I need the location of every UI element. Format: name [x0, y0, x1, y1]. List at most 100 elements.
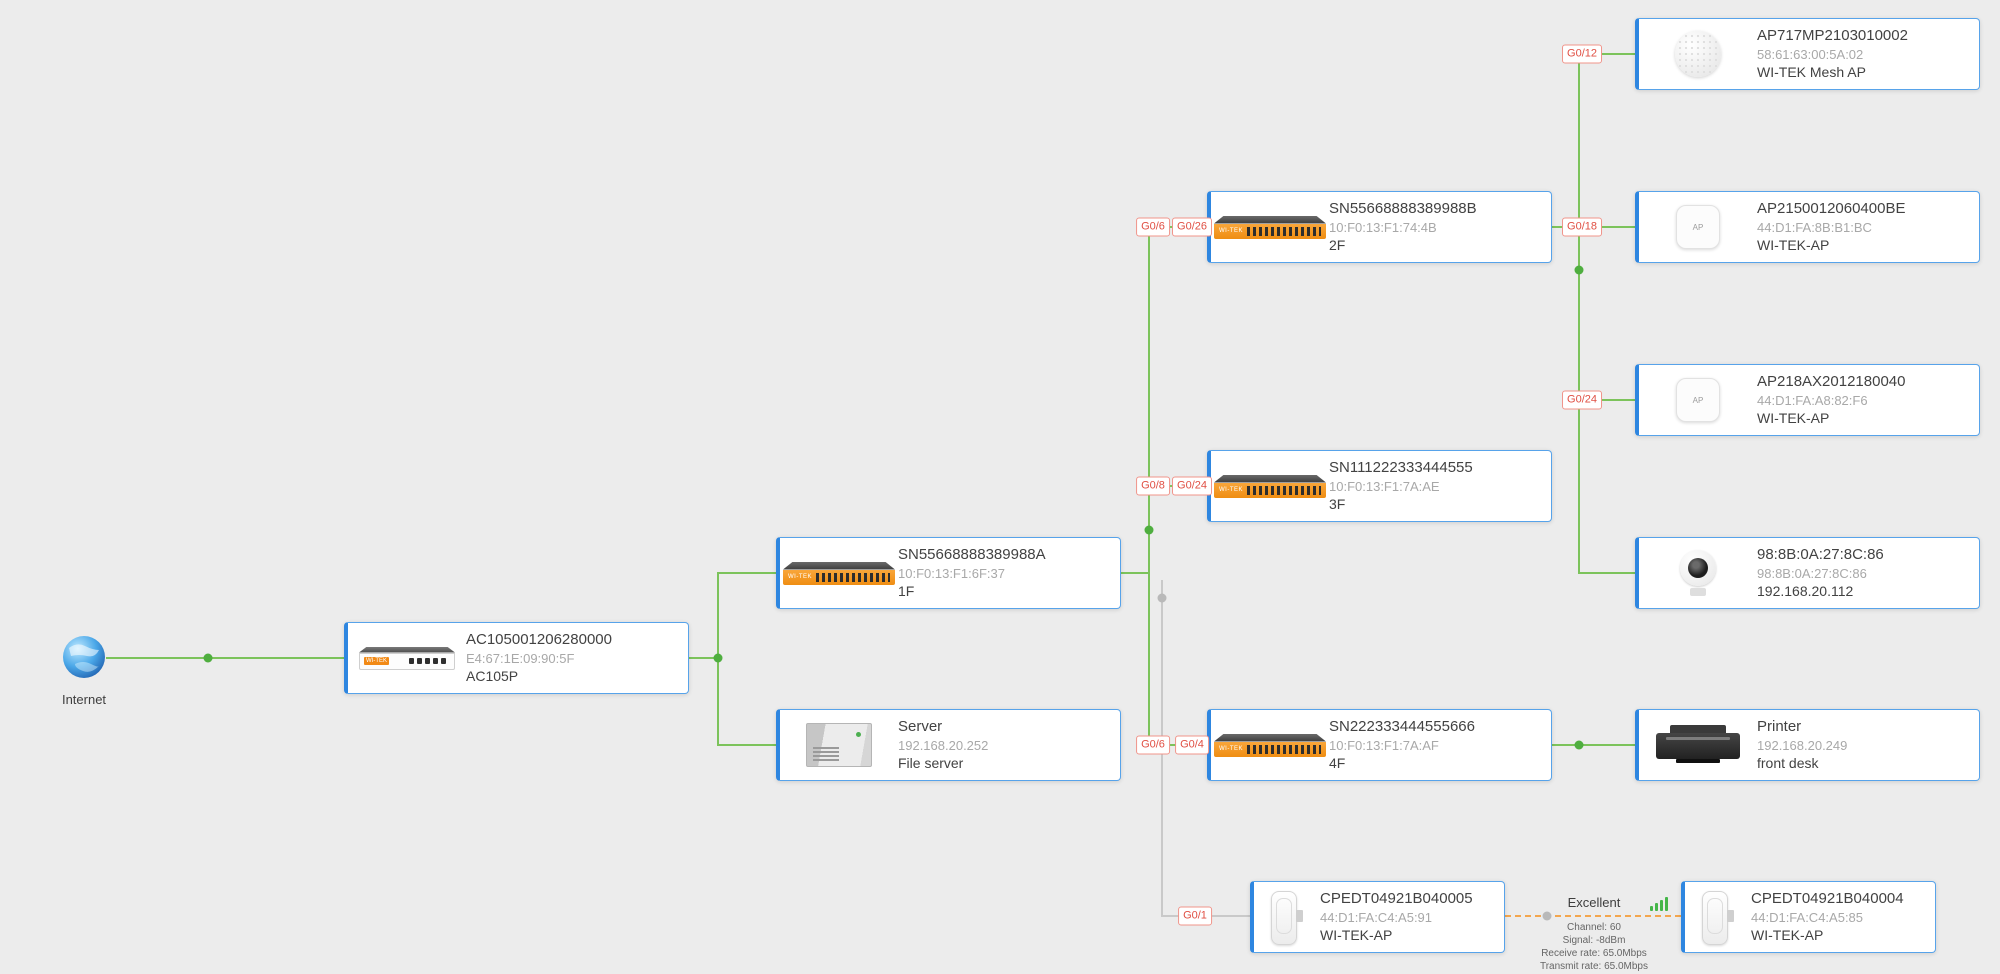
internet-node[interactable]	[61, 634, 107, 685]
device-card-server[interactable]: Server 192.168.20.252 File server	[776, 709, 1121, 781]
device-mac: E4:67:1E:09:90:5F	[466, 650, 575, 666]
link-trunk-ap215	[1578, 226, 1636, 228]
link-trunk-ap218	[1578, 399, 1636, 401]
device-name: Printer	[1757, 717, 1802, 735]
device-mac: 44:D1:FA:C4:A5:85	[1751, 909, 1864, 925]
device-card-ap215[interactable]: AP AP2150012060400BE 44:D1:FA:8B:B1:BC W…	[1635, 191, 1980, 263]
device-card-ap218[interactable]: AP AP218AX2012180040 44:D1:FA:A8:82:F6 W…	[1635, 364, 1980, 436]
globe-icon	[63, 636, 105, 678]
wireless-quality: Excellent	[1567, 895, 1621, 910]
device-mac: 44:D1:FA:8B:B1:BC	[1757, 219, 1872, 235]
device-mac: 10:F0:13:F1:7A:AF	[1329, 737, 1439, 753]
port-badge-g0-8: G0/8	[1136, 476, 1170, 496]
device-type: WI-TEK-AP	[1757, 237, 1830, 254]
mesh-ap-icon	[1639, 31, 1757, 77]
device-name: SN222333444555666	[1329, 717, 1475, 735]
device-location: 3F	[1329, 496, 1346, 513]
device-location: 2F	[1329, 237, 1346, 254]
device-name: AP717MP2103010002	[1757, 26, 1908, 44]
device-name: SN111222333444555	[1329, 458, 1473, 476]
device-ip: 192.168.20.252	[898, 737, 989, 753]
device-card-switch-4f[interactable]: WI-TEK SN222333444555666 10:F0:13:F1:7A:…	[1207, 709, 1552, 781]
internet-label: Internet	[61, 692, 107, 707]
port-badge-g0-12: G0/12	[1562, 44, 1602, 64]
link-dot	[1574, 265, 1584, 275]
device-card-ac105p[interactable]: WI-TEK AC105001206280000 E4:67:1E:09:90:…	[344, 622, 689, 694]
link-dot	[1574, 740, 1584, 750]
device-name: 98:8B:0A:27:8C:86	[1757, 545, 1884, 563]
port-badge-g0-26: G0/26	[1172, 217, 1212, 237]
router-icon: WI-TEK	[348, 646, 466, 670]
link-right-trunk-vertical	[1578, 53, 1580, 574]
link-ac-junction	[689, 657, 718, 659]
port-badge-g0-6: G0/6	[1136, 217, 1170, 237]
device-card-cpe-005[interactable]: CPEDT04921B040005 44:D1:FA:C4:A5:91 WI-T…	[1250, 881, 1505, 953]
port-badge-g0-4: G0/4	[1175, 735, 1209, 755]
switch-icon: WI-TEK	[1211, 215, 1329, 239]
port-badge-g0-24b: G0/24	[1172, 476, 1212, 496]
device-name: SN55668888389988A	[898, 545, 1046, 563]
device-mac: 44:D1:FA:A8:82:F6	[1757, 392, 1868, 408]
link-junction-server	[717, 744, 777, 746]
wireless-transmit-rate: Transmit rate: 65.0Mbps	[1539, 961, 1648, 972]
device-mac: 98:8B:0A:27:8C:86	[1757, 565, 1867, 581]
wireless-receive-rate: Receive rate: 65.0Mbps	[1541, 948, 1647, 959]
device-type: WI-TEK-AP	[1757, 410, 1830, 427]
ap-icon: AP	[1639, 378, 1757, 422]
cpe-icon	[1254, 891, 1320, 945]
link-trunk-camera	[1578, 572, 1636, 574]
device-name: AP2150012060400BE	[1757, 199, 1906, 217]
link-dot-gray	[1157, 593, 1167, 603]
device-location: front desk	[1757, 755, 1819, 772]
link-junction-sw1f	[717, 572, 777, 574]
wireless-stats: Channel: 60 Signal: -8dBm Receive rate: …	[1528, 921, 1660, 973]
device-name: Server	[898, 717, 943, 735]
wireless-signal: Signal: -8dBm	[1562, 935, 1626, 946]
device-ip: 192.168.20.249	[1757, 737, 1848, 753]
device-card-mesh-ap[interactable]: AP717MP2103010002 58:61:63:00:5A:02 WI-T…	[1635, 18, 1980, 90]
device-card-printer[interactable]: Printer 192.168.20.249 front desk	[1635, 709, 1980, 781]
device-card-camera[interactable]: 98:8B:0A:27:8C:86 98:8B:0A:27:8C:86 192.…	[1635, 537, 1980, 609]
device-location: 4F	[1329, 755, 1346, 772]
device-model: AC105P	[466, 668, 519, 685]
link-dot	[713, 653, 723, 663]
server-icon	[780, 723, 898, 767]
cpe-icon	[1685, 891, 1751, 945]
signal-bars-icon	[1650, 897, 1668, 911]
link-dot	[1144, 525, 1154, 535]
port-badge-g0-24: G0/24	[1562, 390, 1602, 410]
device-mac: 10:F0:13:F1:74:4B	[1329, 219, 1437, 235]
device-mac: 10:F0:13:F1:6F:37	[898, 565, 1005, 581]
device-mac: 44:D1:FA:C4:A5:91	[1320, 909, 1433, 925]
device-type: WI-TEK-AP	[1751, 927, 1824, 944]
camera-icon	[1639, 550, 1757, 596]
device-type: WI-TEK Mesh AP	[1757, 64, 1866, 81]
wireless-link-cpe5-cpe4	[1505, 915, 1681, 917]
device-type: WI-TEK-AP	[1320, 927, 1393, 944]
device-card-cpe-004[interactable]: CPEDT04921B040004 44:D1:FA:C4:A5:85 WI-T…	[1681, 881, 1936, 953]
port-badge-g0-1: G0/1	[1178, 906, 1212, 926]
device-card-switch-3f[interactable]: WI-TEK SN111222333444555 10:F0:13:F1:7A:…	[1207, 450, 1552, 522]
wireless-channel: Channel: 60	[1567, 922, 1621, 933]
device-mac: 10:F0:13:F1:7A:AE	[1329, 478, 1440, 494]
device-location: 1F	[898, 583, 915, 600]
link-dot	[203, 653, 213, 663]
device-mac: 58:61:63:00:5A:02	[1757, 46, 1864, 62]
switch-icon: WI-TEK	[780, 561, 898, 585]
link-sw4f-printer	[1551, 744, 1636, 746]
device-name: AC105001206280000	[466, 630, 612, 648]
link-sw1f-trunk	[1120, 572, 1150, 574]
ap-icon: AP	[1639, 205, 1757, 249]
device-ip: 192.168.20.112	[1757, 583, 1854, 600]
device-description: File server	[898, 755, 964, 772]
device-name: CPEDT04921B040004	[1751, 889, 1904, 907]
device-card-switch-1f[interactable]: WI-TEK SN55668888389988A 10:F0:13:F1:6F:…	[776, 537, 1121, 609]
printer-icon	[1639, 725, 1757, 765]
link-internet-ac	[106, 657, 344, 659]
port-badge-g0-18: G0/18	[1562, 217, 1602, 237]
device-card-switch-2f[interactable]: WI-TEK SN55668888389988B 10:F0:13:F1:74:…	[1207, 191, 1552, 263]
link-trunk-meshap	[1578, 53, 1636, 55]
device-name: CPEDT04921B040005	[1320, 889, 1473, 907]
port-badge-g0-6b: G0/6	[1136, 735, 1170, 755]
